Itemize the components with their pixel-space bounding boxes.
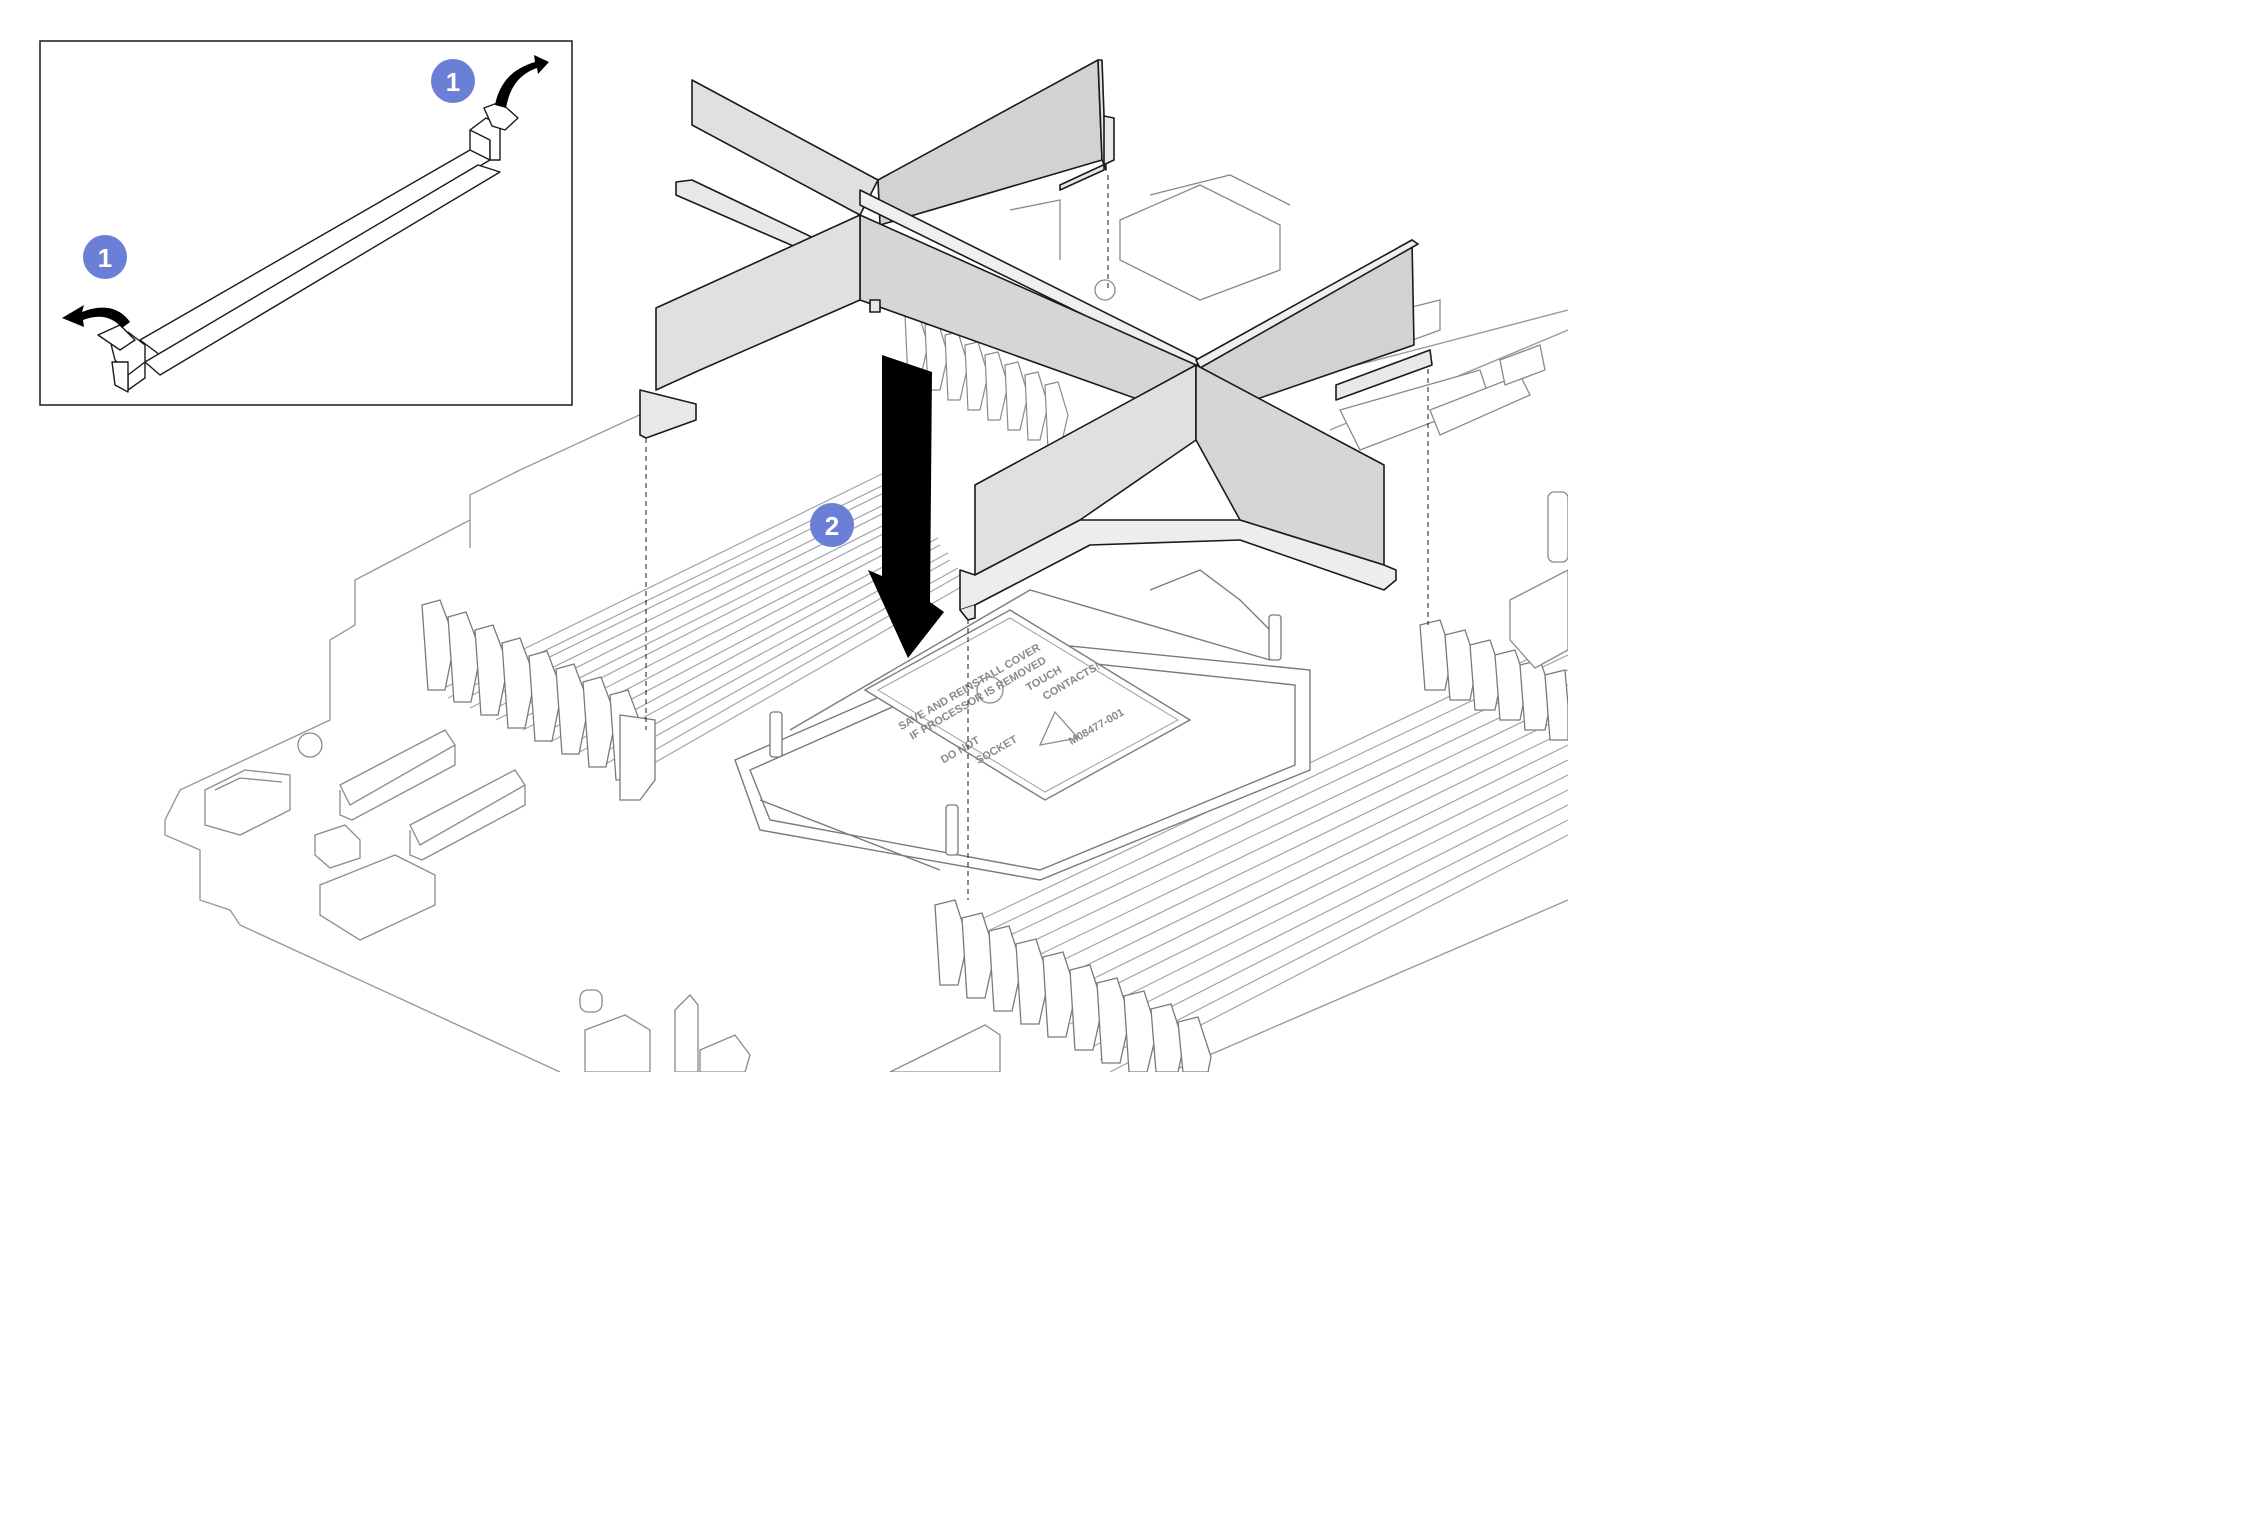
air-baffle — [639, 59, 1433, 621]
installation-diagram: SAVE AND REINSTALL COVER IF PROCESSOR IS… — [39, 40, 1568, 1072]
socket-screws — [769, 614, 1282, 856]
no-touch-icon — [976, 676, 1004, 704]
inset-dimm-latch-detail — [39, 40, 573, 406]
dimm-latches-lower — [934, 899, 1212, 1072]
rotate-right-arrow-icon — [495, 55, 549, 108]
callout-label: 1 — [98, 243, 112, 273]
rotate-left-arrow-icon — [62, 305, 130, 328]
callout-step-1-right: 1 — [431, 59, 475, 103]
dimm-latches-left — [421, 599, 656, 801]
callout-step-1-left: 1 — [83, 235, 127, 279]
dimm-latches-upper — [904, 311, 1069, 451]
callout-step-2: 2 — [810, 503, 854, 547]
alignment-guides — [645, 175, 1429, 900]
warning-triangle-icon — [1038, 710, 1080, 746]
callout-label: 2 — [825, 511, 839, 541]
dimm-latches-right — [1419, 619, 1568, 741]
install-direction-arrow — [868, 355, 944, 658]
socket-cover: SAVE AND REINSTALL COVER IF PROCESSOR IS… — [863, 609, 1192, 801]
callout-label: 1 — [446, 67, 460, 97]
